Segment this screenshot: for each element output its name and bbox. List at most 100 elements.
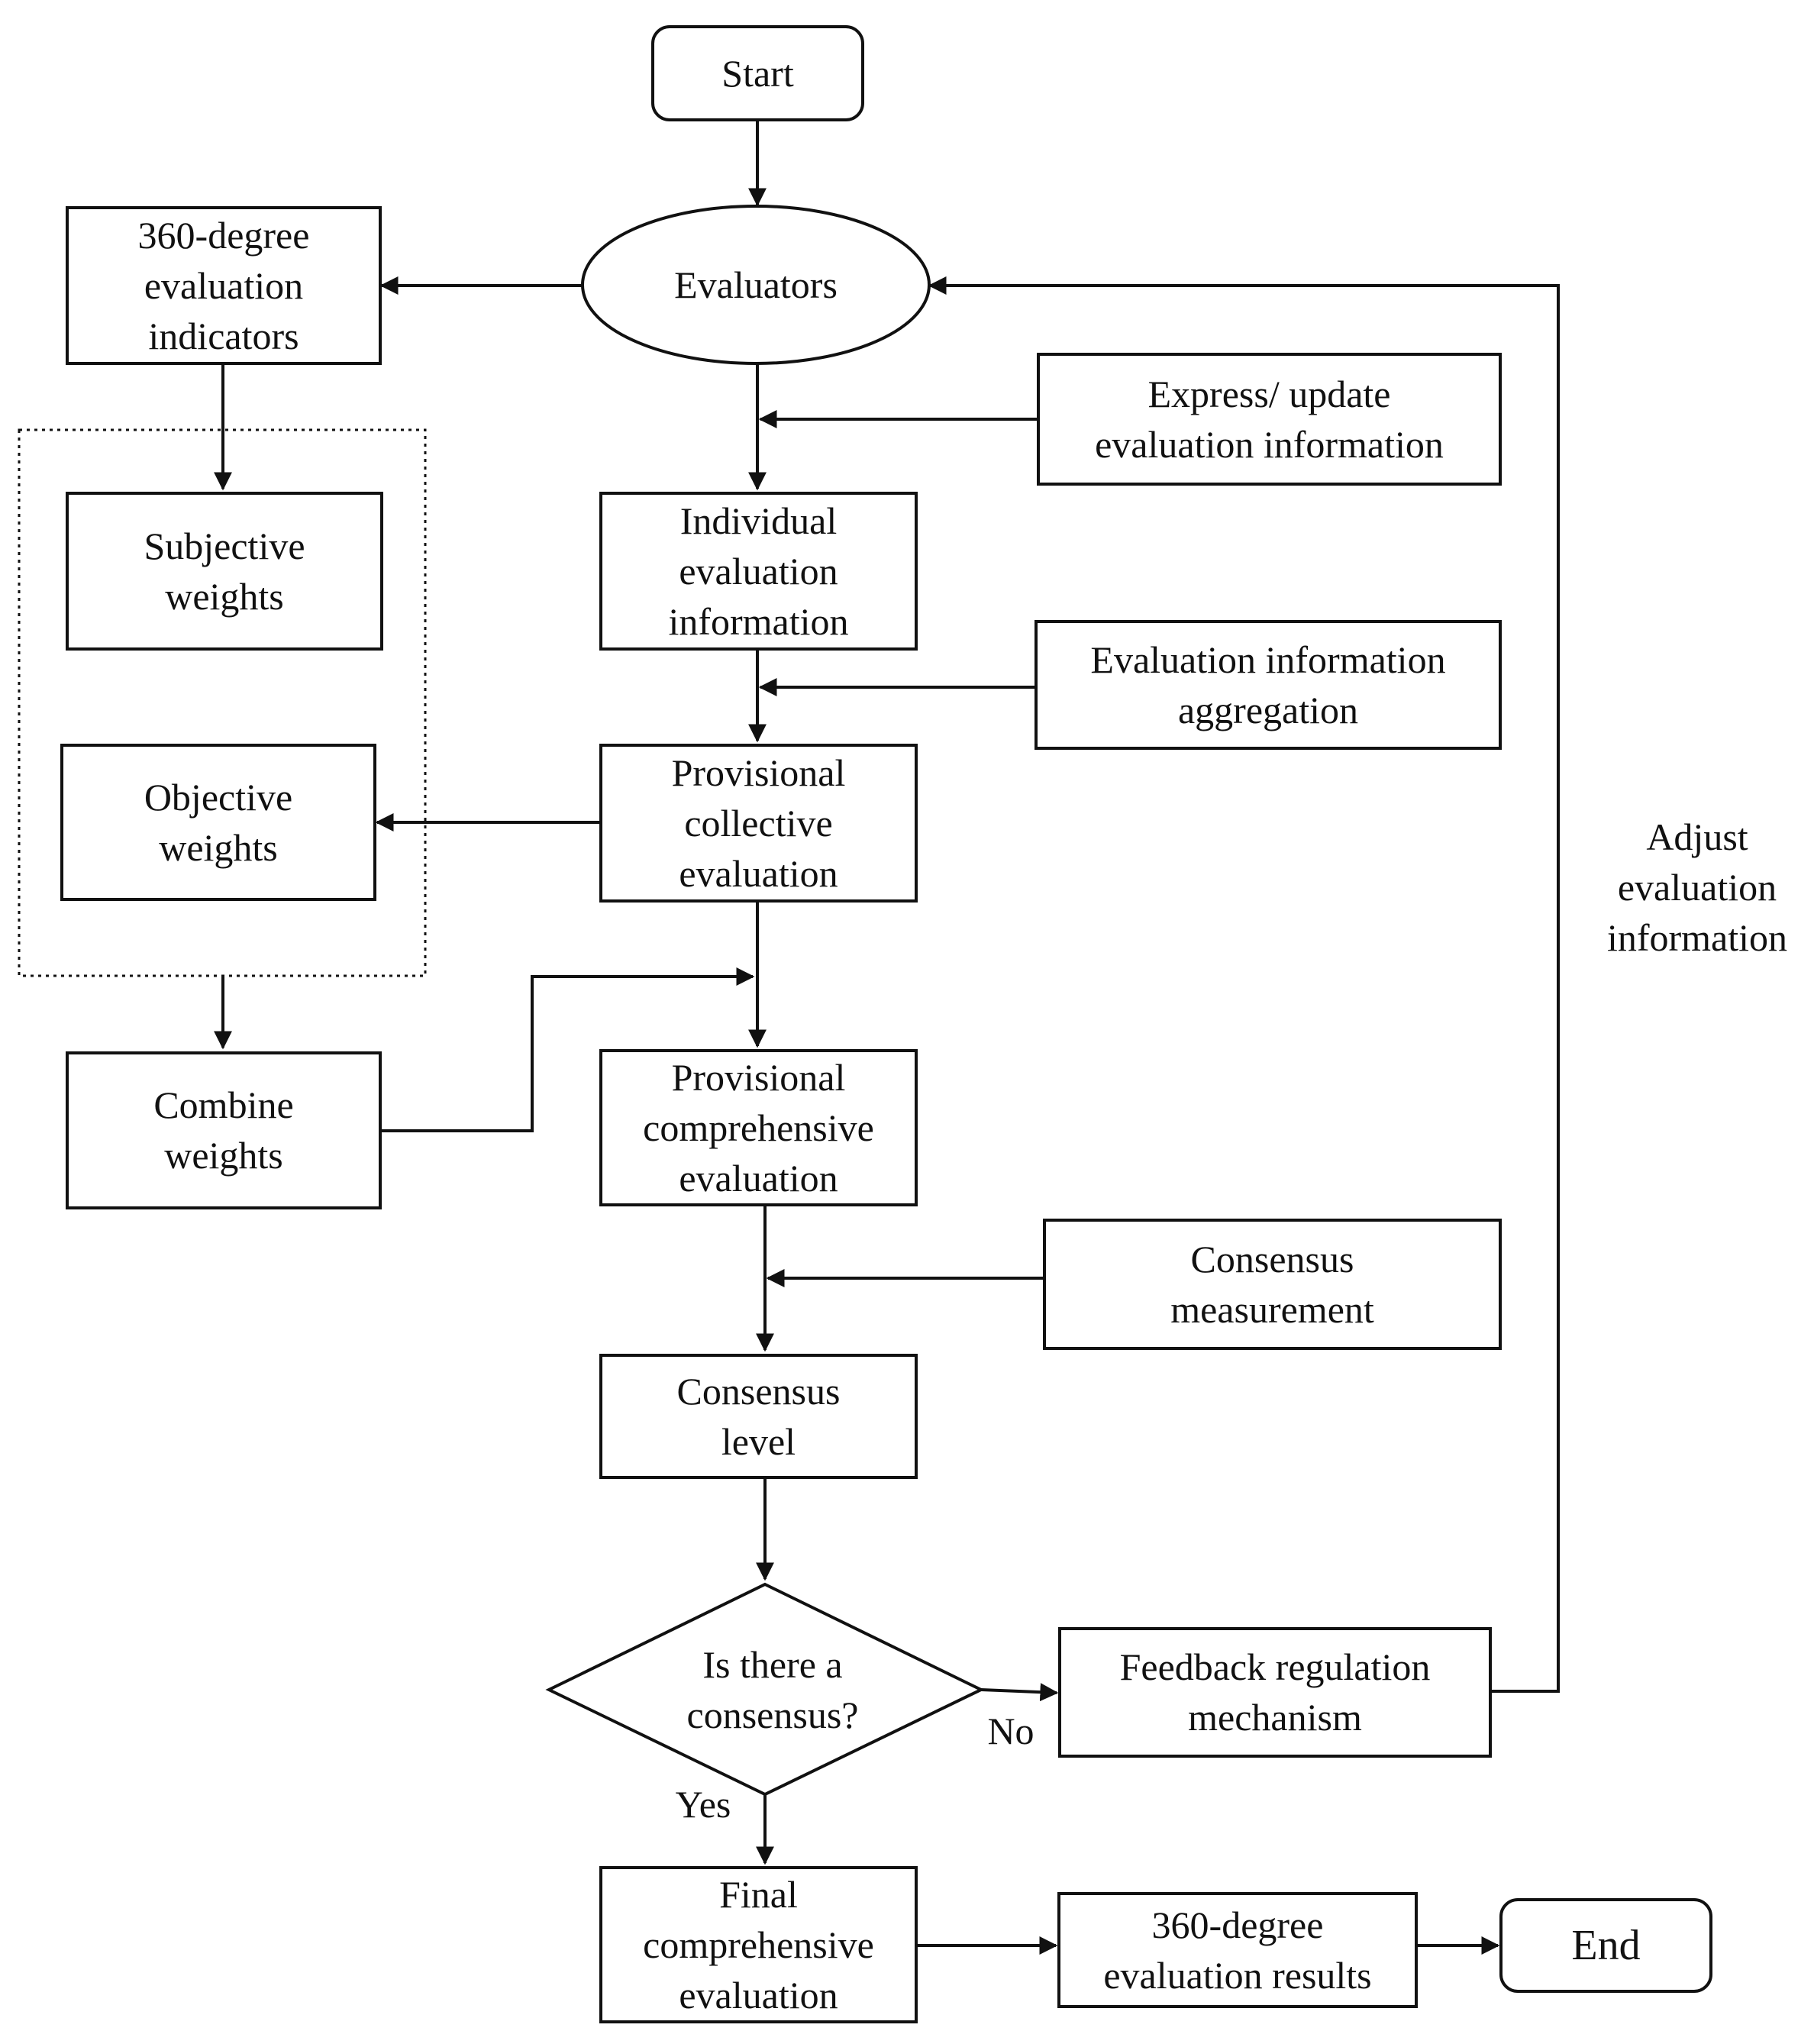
subjective-node: Subjective weights: [66, 492, 383, 651]
individual-label-line: Individual: [680, 499, 838, 542]
combine-label-line: weights: [164, 1134, 283, 1177]
subjective-label-line: Subjective: [144, 525, 305, 567]
comprehensive-label-line: evaluation: [679, 1157, 838, 1200]
collective-label-line: evaluation: [679, 852, 838, 895]
indicators-label-line: indicators: [148, 315, 299, 357]
individual-label: Individual evaluation information: [668, 499, 848, 643]
indicators-node: 360-degree evaluation indicators: [66, 206, 382, 365]
express-label: Express/ update evaluation information: [1095, 373, 1444, 466]
subjective-label-line: weights: [165, 575, 284, 618]
end-label: End: [1571, 1922, 1640, 1969]
no-label: No: [987, 1710, 1034, 1752]
edge-decision-no-to-feedback: [980, 1683, 1059, 1702]
aggregation-label: Evaluation information aggregation: [1090, 638, 1445, 731]
edge-feedback-to-evaluators: [928, 276, 1560, 1693]
results-node: 360-degree evaluation results: [1057, 1892, 1418, 2008]
level-label: Consensus level: [677, 1370, 841, 1463]
objective-box: [60, 744, 376, 901]
evaluators-ellipse: [581, 205, 931, 365]
adjust-label-line: evaluation: [1618, 866, 1777, 909]
results-label-line: evaluation results: [1103, 1954, 1371, 1997]
individual-label-line: information: [668, 600, 848, 643]
express-label-line: evaluation information: [1095, 423, 1444, 466]
measurement-node: Consensus measurement: [1043, 1219, 1502, 1350]
feedback-node: Feedback regulation mechanism: [1058, 1627, 1492, 1758]
measurement-label-line: measurement: [1170, 1288, 1374, 1331]
express-node: Express/ update evaluation information: [1037, 353, 1502, 486]
yes-label: Yes: [676, 1783, 731, 1826]
indicators-box: [66, 206, 382, 365]
collective-box: [599, 744, 918, 903]
comprehensive-label-line: Provisional: [672, 1056, 846, 1099]
comprehensive-box: [599, 1049, 918, 1206]
objective-node: Objective weights: [60, 744, 376, 901]
adjust-label-line: Adjust: [1646, 815, 1748, 858]
feedback-label-line: Feedback regulation: [1120, 1645, 1431, 1688]
comprehensive-label-line: comprehensive: [643, 1106, 874, 1149]
feedback-label-line: mechanism: [1188, 1696, 1362, 1739]
collective-label: Provisional collective evaluation: [672, 751, 846, 895]
collective-label-line: collective: [684, 802, 832, 844]
individual-label-line: evaluation: [679, 550, 838, 593]
aggregation-node: Evaluation information aggregation: [1034, 620, 1502, 750]
adjust-label-line: information: [1607, 916, 1787, 959]
results-label-line: 360-degree: [1152, 1904, 1324, 1946]
subjective-label: Subjective weights: [144, 525, 305, 618]
individual-node: Individual evaluation information: [599, 492, 918, 651]
end-label-line: End: [1571, 1922, 1640, 1969]
measurement-label: Consensus measurement: [1170, 1238, 1374, 1331]
objective-label-line: Objective: [144, 776, 292, 819]
adjust-label: Adjust evaluation information: [1607, 815, 1787, 959]
final-label-line: Final: [719, 1873, 798, 1916]
express-box: [1037, 353, 1502, 486]
aggregation-label-line: aggregation: [1178, 689, 1358, 731]
evaluators-node: Evaluators: [581, 205, 931, 365]
comprehensive-label: Provisional comprehensive evaluation: [643, 1056, 874, 1200]
start-node: Start: [651, 25, 864, 121]
end-terminal: [1499, 1898, 1712, 1993]
measurement-label-line: Consensus: [1191, 1238, 1354, 1280]
combine-box: [66, 1051, 382, 1209]
decision-label-line: Is there a: [702, 1643, 842, 1686]
aggregation-label-line: Evaluation information: [1090, 638, 1445, 681]
no-label-line: No: [987, 1710, 1034, 1752]
level-box: [599, 1354, 918, 1479]
start-label-line: Start: [721, 52, 794, 95]
subjective-box: [66, 492, 383, 651]
combine-label: Combine weights: [153, 1083, 293, 1177]
combine-node: Combine weights: [66, 1051, 382, 1209]
objective-label: Objective weights: [144, 776, 292, 869]
collective-node: Provisional collective evaluation: [599, 744, 918, 903]
comprehensive-node: Provisional comprehensive evaluation: [599, 1049, 918, 1206]
start-terminal: [651, 25, 864, 121]
level-node: Consensus level: [599, 1354, 918, 1479]
indicators-label-line: evaluation: [144, 264, 303, 307]
individual-box: [599, 492, 918, 651]
collective-label-line: Provisional: [672, 751, 846, 794]
evaluators-label-line: Evaluators: [674, 263, 838, 306]
level-label-line: level: [721, 1420, 796, 1463]
express-label-line: Express/ update: [1148, 373, 1391, 415]
measurement-box: [1043, 1219, 1502, 1350]
decision-diamond: [545, 1582, 985, 1797]
end-node: End: [1499, 1898, 1712, 1993]
feedback-label: Feedback regulation mechanism: [1120, 1645, 1431, 1739]
results-label: 360-degree evaluation results: [1103, 1904, 1371, 1997]
feedback-box: [1058, 1627, 1492, 1758]
aggregation-box: [1034, 620, 1502, 750]
combine-label-line: Combine: [153, 1083, 293, 1126]
edge-combine-to-main: [382, 967, 755, 1132]
evaluators-label: Evaluators: [674, 263, 838, 306]
indicators-label-line: 360-degree: [138, 214, 310, 257]
final-box: [599, 1866, 918, 2023]
level-label-line: Consensus: [677, 1370, 841, 1413]
final-label-line: comprehensive: [643, 1923, 874, 1966]
start-label: Start: [721, 52, 794, 95]
objective-label-line: weights: [159, 826, 278, 869]
